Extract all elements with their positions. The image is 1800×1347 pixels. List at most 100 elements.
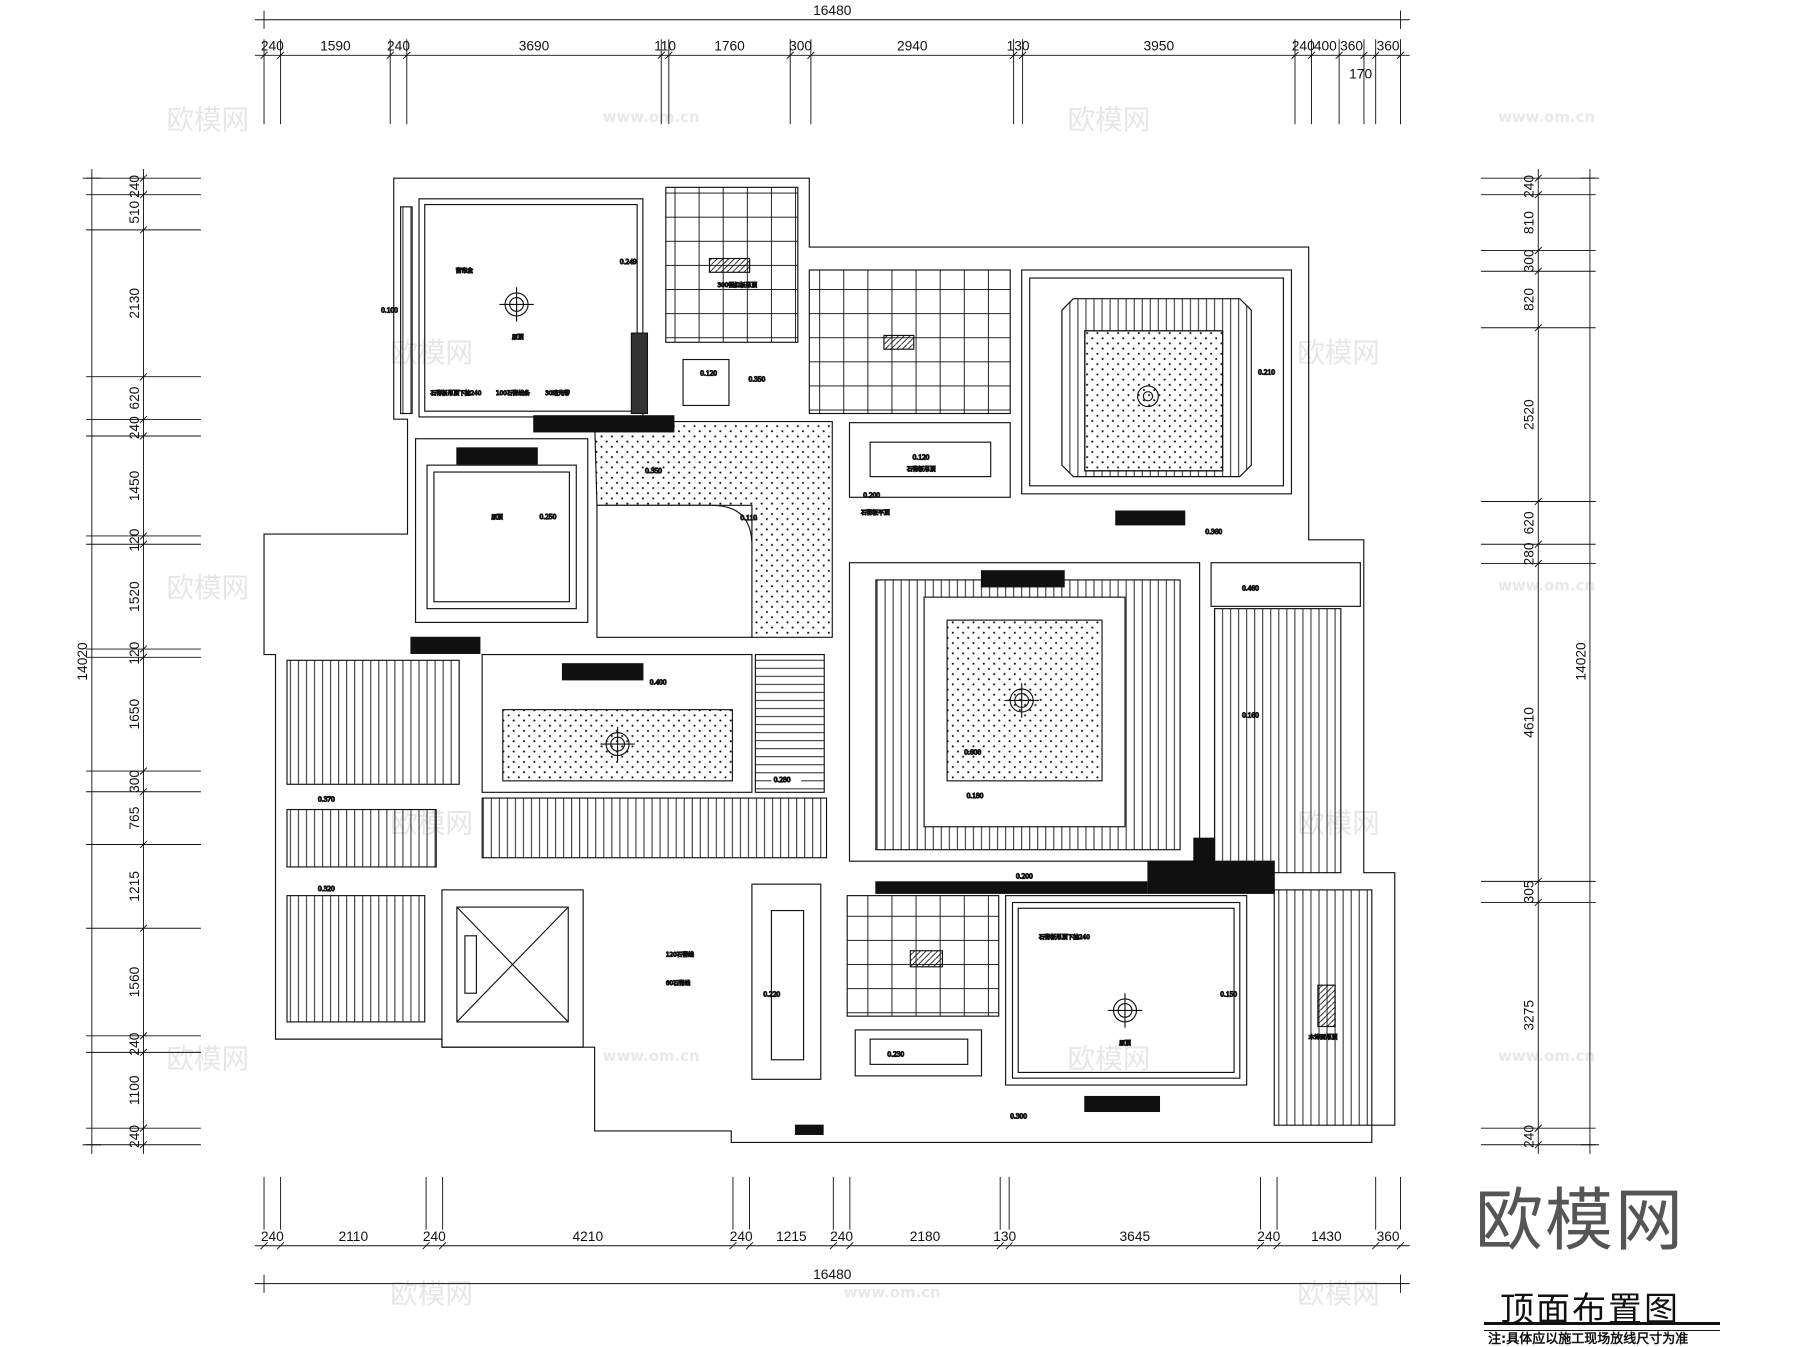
room-left-wood-2 [286, 808, 437, 868]
top-dimension-label: 130 [1007, 39, 1030, 54]
top-dimension-label: 2940 [897, 39, 928, 54]
top-dimension-tick-mark [276, 51, 285, 60]
left-dimension-tick-mark [139, 540, 148, 549]
level-mark: 0.370 [318, 794, 335, 803]
bottom-dimension-tick-mark [1371, 1241, 1380, 1250]
left-dimension-label: 1520 [127, 581, 142, 612]
level-mark: 0.150 [1220, 990, 1237, 999]
bottom-dimension-label: 240 [830, 1229, 853, 1244]
left-dimension-tick-mark [139, 645, 148, 653]
left-dimension-label: 510 [127, 200, 142, 223]
right-dimension-tick-mark [1534, 877, 1543, 886]
watermark: 欧模网 [1068, 1043, 1151, 1075]
label: 300铝扣板吊顶 [717, 281, 757, 289]
bottom-dimension-label: 3645 [1120, 1229, 1151, 1244]
outer-wall [263, 177, 1396, 1144]
top-dimension-tick-mark [1018, 51, 1027, 60]
top-dimension-label: 240 [1292, 39, 1315, 54]
left-dimension-tick-mark [139, 1124, 148, 1132]
watermark-url: www.om.cn [1498, 108, 1595, 126]
label: 石膏板吊顶下挂240 [430, 389, 481, 397]
right-dimension-label: 820 [1522, 288, 1537, 311]
right-dimension-label: 240 [1522, 175, 1537, 198]
top-dimension-label: 400 [1314, 39, 1337, 54]
top-dimension-tick-mark [260, 51, 268, 60]
right-dimension-tick-mark [1534, 540, 1543, 549]
right-dimension-tick-mark [1534, 190, 1543, 199]
watermark-url: www.om.cn [603, 108, 700, 126]
top-dimension-tick-mark [807, 51, 815, 60]
label: 石膏板吊顶 [907, 465, 936, 473]
left-dimension-tick-mark [139, 840, 148, 849]
left-dimension-tick-mark [139, 767, 148, 775]
room-dining [481, 653, 753, 793]
bottom-dimension-tick-mark [276, 1241, 285, 1250]
bottom-dimension-tick-mark [1396, 1241, 1405, 1250]
right-dimension-tick-mark [1534, 1124, 1543, 1132]
top-dimension-label: 360 [1377, 39, 1400, 54]
right-dimension-tick-mark [1534, 497, 1543, 506]
watermark-url: www.om.cn [844, 1283, 941, 1301]
bottom-dimension-label: 1430 [1311, 1229, 1342, 1244]
bottom-dimension-label: 240 [730, 1229, 753, 1244]
watermark-url: www.om.cn [603, 1047, 700, 1065]
left-dimension-label: 765 [127, 806, 142, 829]
level-mark: 0.360 [1205, 527, 1222, 536]
top-dimension-label: 300 [789, 39, 812, 54]
watermark: 欧模网 [1297, 1278, 1380, 1310]
bottom-dimension-tick-mark [745, 1241, 754, 1250]
top-dimension-label: 240 [261, 39, 284, 54]
top-dimension-tick-mark [1335, 51, 1343, 60]
level-mark: 0.600 [964, 747, 981, 756]
bottom-dimension-total-label: 16480 [813, 1267, 852, 1282]
top-dimension-tick-mark [386, 51, 394, 60]
level-mark: 0.160 [1242, 711, 1259, 720]
top-dimension-label: 240 [387, 39, 410, 54]
label: 石膏板吊顶下挂240 [1039, 933, 1090, 941]
level-mark: 0.180 [967, 791, 984, 800]
top-dimension-total-label: 16480 [813, 3, 852, 18]
room-left-wood-3 [286, 895, 426, 1023]
level-mark: 0.250 [540, 512, 557, 521]
left-dimension-tick-mark [139, 372, 148, 381]
watermark-url: www.om.cn [1498, 576, 1595, 594]
bottom-dimension-label: 240 [261, 1229, 284, 1244]
level-mark: 0.100 [381, 305, 398, 314]
label: 原顶 [512, 334, 524, 341]
left-dimension-tick-mark [139, 787, 148, 796]
left-dimension-total-label: 14020 [75, 642, 90, 681]
right-dimension-label: 305 [1522, 880, 1537, 903]
left-dimension-tick-mark [139, 174, 148, 182]
left-dimension-label: 1450 [127, 470, 142, 501]
left-dimension-tick-mark [139, 924, 148, 933]
level-mark: 0.249 [620, 257, 637, 266]
bottom-dimension-label: 240 [1257, 1229, 1280, 1244]
top-dimension-label: 3690 [519, 39, 550, 54]
bottom-dimension-tick-mark [438, 1241, 447, 1250]
top-dimension-tick-mark [1009, 51, 1018, 60]
level-mark: 0.110 [740, 513, 757, 522]
watermark: 欧模网 [166, 572, 249, 604]
level-mark: 0.220 [763, 990, 780, 999]
bottom-dimension-tick-mark [1256, 1241, 1265, 1250]
bottom-dimension-tick-mark [1273, 1241, 1281, 1250]
left-dimension-label: 1215 [127, 871, 142, 902]
top-dimension-label: 1590 [320, 39, 351, 54]
left-dimension-tick-mark [139, 190, 148, 199]
room-right-wood [1213, 608, 1342, 874]
top-dimension-tick-mark [1371, 51, 1380, 60]
top-dimension-label: 360 [1340, 39, 1363, 54]
left-dimension-label: 240 [127, 416, 142, 439]
left-dimension-tick-mark [139, 415, 148, 424]
room-bottom-bedroom: 原顶 石膏板吊顶下挂240 0.300 0.150 [1005, 895, 1248, 1121]
room-left-middle: 原顶 0.250 [410, 438, 589, 654]
drawing-note: 注:具体应以施工现场放线尺寸为准 [1488, 1332, 1689, 1347]
right-dimension-tick-mark [1534, 1140, 1543, 1149]
bottom-dimension-tick-mark [422, 1241, 430, 1250]
left-dimension-tick-mark [139, 432, 148, 440]
level-mark: 0.210 [1258, 367, 1275, 376]
left-dimension-label: 120 [127, 641, 142, 664]
top-dimension-tick-mark [1291, 51, 1299, 60]
bottom-dimension-tick-mark [729, 1241, 737, 1250]
watermark: 欧模网 [166, 1043, 249, 1075]
